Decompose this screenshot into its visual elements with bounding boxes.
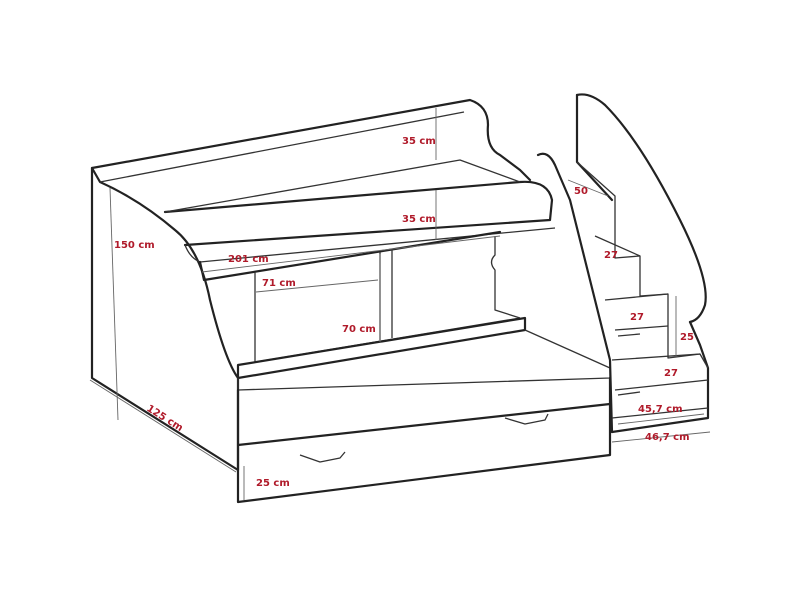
top-deck-line [164,159,521,213]
stair-base [611,407,709,419]
step-4 [611,353,709,369]
label-depth: 125 cm [144,403,184,434]
stair-rail-right [575,93,707,324]
label-length: 201 cm [228,254,269,265]
pullout-drawer [236,402,612,504]
bed-frame [90,98,612,504]
label-stair-inner: 45,7 cm [638,404,683,415]
lower-back-wall [254,236,521,362]
label-bottom-guard: 35 cm [402,214,436,225]
top-back-inner [99,111,465,183]
stair-rail-left [536,152,614,434]
drawer-handle-1 [299,451,346,463]
label-opening-width: 71 cm [262,278,296,289]
label-step-3: 27 [630,312,644,323]
dimension-lines [89,108,711,500]
dim-line-stair-outer [611,431,711,443]
top-back-panel [90,98,532,182]
lower-rail-top [237,329,611,391]
label-opening-height: 70 cm [342,324,376,335]
step-1 [576,161,641,259]
step-3 [604,293,701,359]
stair-drawer-1 [614,325,669,337]
dim-line-opening-width [255,279,379,293]
stair-right-side [575,93,710,434]
lower-front-rail [236,316,527,380]
dim-line-length [201,235,501,273]
dim-line-step-top [567,179,609,197]
top-front-rail [163,180,554,247]
label-top-guard: 35 cm [402,136,436,147]
label-step-top: 50 [574,186,588,197]
step-2 [594,235,669,297]
dim-line-depth [89,379,237,473]
staircase [536,93,710,434]
dim-line-stair-inner [617,413,705,425]
label-step-4: 27 [664,368,678,379]
label-step-2: 27 [604,250,618,261]
label-stair-outer: 46,7 cm [645,432,690,443]
label-drawer-height: 25 cm [256,478,290,489]
dim-line-total-height [109,187,119,421]
label-total-height: 150 cm [114,240,155,251]
drawer-handle-2 [504,413,549,425]
label-step-rise: 25 [680,332,694,343]
stair-drawer-2 [614,379,709,396]
